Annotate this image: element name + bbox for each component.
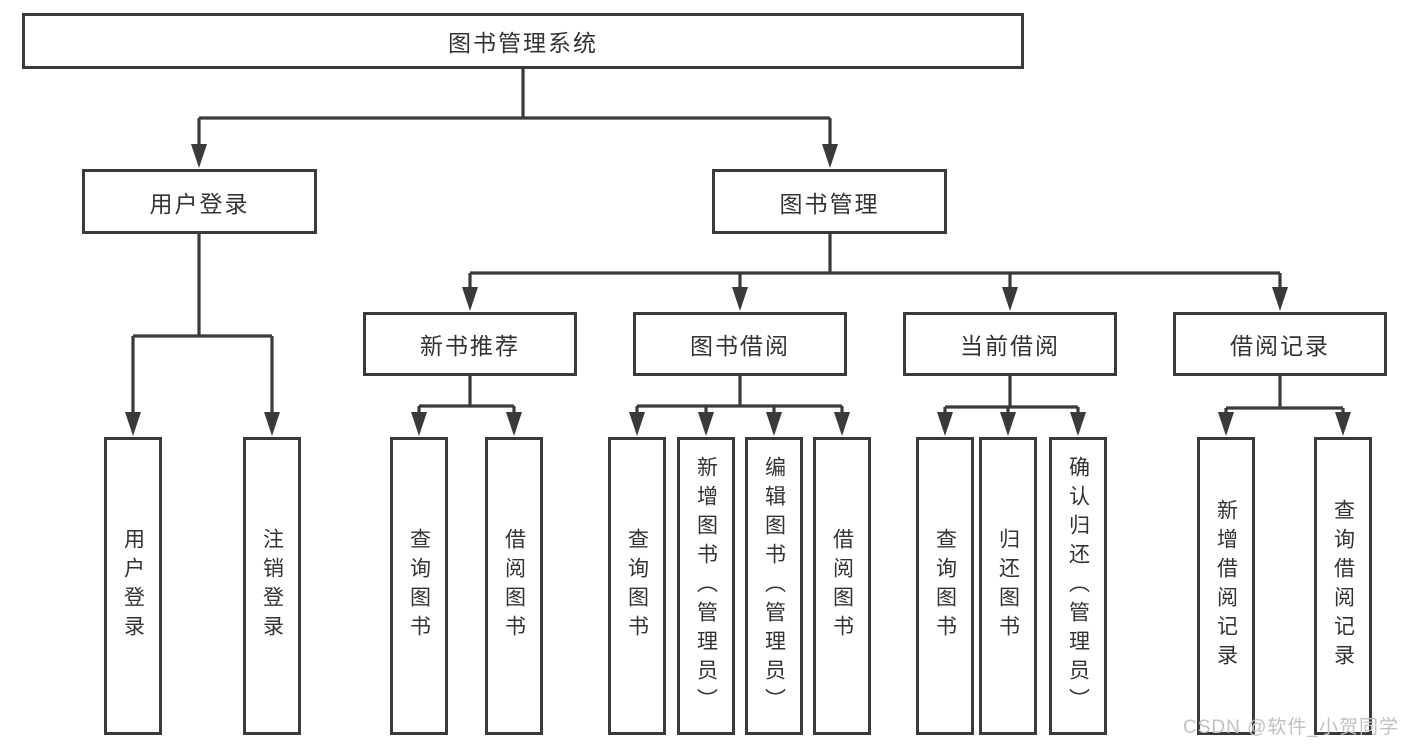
node-current-borrowing: 当前借阅 xyxy=(903,312,1117,376)
node-root-library-system: 图书管理系统 xyxy=(22,13,1024,69)
node-book-borrowing: 图书借阅 xyxy=(633,312,847,376)
connector-record-to-leaves xyxy=(1218,376,1351,436)
leaf-label: 借阅图书 xyxy=(830,528,854,644)
node-borrowing-records: 借阅记录 xyxy=(1173,312,1387,376)
connector-borrow-to-leaves xyxy=(629,376,850,436)
leaf-label: 查询图书 xyxy=(933,528,957,644)
node-label: 用户登录 xyxy=(149,190,250,217)
leaf-user-login: 用户登录 xyxy=(104,437,162,735)
node-label: 图书管理系统 xyxy=(448,30,598,56)
leaf-logout: 注销登录 xyxy=(243,437,301,735)
leaf-label: 查询图书 xyxy=(407,528,431,644)
leaf-label: 查询图书 xyxy=(625,528,649,644)
leaf-return-books: 归还图书 xyxy=(979,437,1037,735)
connector-login-to-leaves xyxy=(125,234,280,436)
leaf-edit-book-admin: 编辑图书（管理员） xyxy=(745,437,803,735)
leaf-label: 注销登录 xyxy=(260,528,284,644)
node-book-management: 图书管理 xyxy=(712,169,947,234)
leaf-borrow-books-2: 借阅图书 xyxy=(813,437,871,735)
node-label: 图书管理 xyxy=(779,190,880,217)
leaf-label: 借阅图书 xyxy=(502,528,526,644)
leaf-label: 归还图书 xyxy=(996,528,1020,644)
leaf-borrow-books-1: 借阅图书 xyxy=(485,437,543,735)
node-user-login: 用户登录 xyxy=(82,169,317,234)
leaf-label: 确认归还（管理员） xyxy=(1066,455,1090,717)
leaf-query-borrow-record: 查询借阅记录 xyxy=(1314,437,1372,735)
node-label: 当前借阅 xyxy=(960,333,1060,359)
connector-current-to-leaves xyxy=(937,376,1086,436)
connector-root-to-level2 xyxy=(191,69,838,168)
leaf-add-book-admin: 新增图书（管理员） xyxy=(677,437,735,735)
node-label: 借阅记录 xyxy=(1230,333,1330,359)
leaf-query-books-3: 查询图书 xyxy=(916,437,974,735)
leaf-add-borrow-record: 新增借阅记录 xyxy=(1197,437,1255,735)
connector-newrec-to-leaves xyxy=(411,376,522,436)
leaf-label: 查询借阅记录 xyxy=(1331,499,1355,673)
leaf-query-books-1: 查询图书 xyxy=(390,437,448,735)
node-label: 图书借阅 xyxy=(690,333,790,359)
leaf-label: 用户登录 xyxy=(121,528,145,644)
node-label: 新书推荐 xyxy=(420,333,520,359)
leaf-confirm-return-admin: 确认归还（管理员） xyxy=(1049,437,1107,735)
leaf-label: 新增图书（管理员） xyxy=(694,455,718,717)
node-new-book-recommend: 新书推荐 xyxy=(363,312,577,376)
leaf-label: 编辑图书（管理员） xyxy=(762,455,786,717)
leaf-query-books-2: 查询图书 xyxy=(608,437,666,735)
csdn-watermark: CSDN @软件_小贺同学 xyxy=(1183,717,1399,738)
connector-mgmt-to-level3 xyxy=(462,234,1288,311)
leaf-label: 新增借阅记录 xyxy=(1214,499,1238,673)
